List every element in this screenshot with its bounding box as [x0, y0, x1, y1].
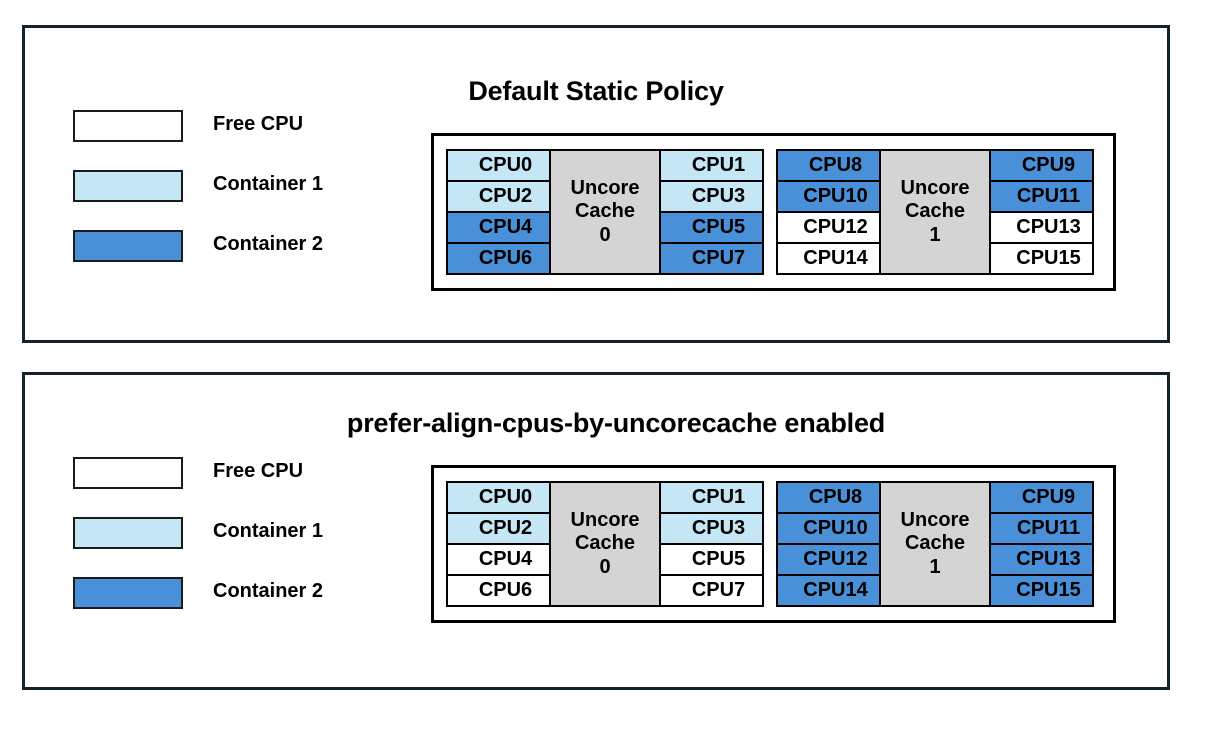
uncore-cache-label: 0 [599, 555, 611, 578]
cpu-cell: CPU11 [991, 182, 1092, 213]
cpu-cell: CPU7 [661, 244, 762, 273]
cpu-cell: CPU15 [991, 576, 1092, 605]
legend-label-free-cpu: Free CPU [213, 113, 304, 135]
cpu-cell: CPU13 [991, 545, 1092, 576]
cpu-cell: CPU8 [778, 151, 879, 182]
panel-prefer-align-cpus-by-uncorecache: prefer-align-cpus-by-uncorecache enabled… [22, 372, 1170, 690]
uncore-cache-label: Cache [904, 532, 966, 555]
legend-swatch-container-2 [73, 230, 183, 262]
cpu-cell: CPU9 [991, 151, 1092, 182]
legend-label-container-1: Container 1 [213, 173, 324, 195]
uncore-cache-label: Cache [904, 200, 966, 223]
uncore-cache-label: Cache [574, 200, 636, 223]
cpu-cell: CPU14 [778, 576, 879, 605]
uncore-cache-label: Uncore [570, 176, 640, 199]
uncore-cache-label: Uncore [570, 508, 640, 531]
cpu-cell: CPU3 [661, 514, 762, 545]
cpu-cell: CPU2 [448, 182, 549, 213]
cpu-cell: CPU6 [448, 244, 549, 273]
cpu-cell: CPU5 [661, 545, 762, 576]
uncore-cache-label: Cache [574, 532, 636, 555]
cpu-cell: CPU14 [778, 244, 879, 273]
cpu-cell: CPU12 [778, 545, 879, 576]
cpu-cell: CPU2 [448, 514, 549, 545]
cpu-cell: CPU7 [661, 576, 762, 605]
cpu-cell: CPU1 [661, 483, 762, 514]
uncore-cache-label: 0 [599, 223, 611, 246]
cpu-cell: CPU1 [661, 151, 762, 182]
legend-swatch-container-1 [73, 170, 183, 202]
legend-swatch-free-cpu [73, 457, 183, 489]
legend-swatch-container-2 [73, 577, 183, 609]
legend-label-container-2: Container 2 [213, 233, 324, 255]
cpu-cell: CPU9 [991, 483, 1092, 514]
cpu-cell: CPU3 [661, 182, 762, 213]
cpu-cell: CPU6 [448, 576, 549, 605]
legend-label-container-1: Container 1 [213, 520, 324, 542]
cpu-cell: CPU4 [448, 545, 549, 576]
cpu-cell: CPU4 [448, 213, 549, 244]
cpu-cell: CPU12 [778, 213, 879, 244]
cpu-cell: CPU10 [778, 514, 879, 545]
uncore-cache-label: Uncore [900, 508, 970, 531]
cpu-cell: CPU13 [991, 213, 1092, 244]
legend-swatch-free-cpu [73, 110, 183, 142]
cpu-cell: CPU0 [448, 483, 549, 514]
panel-default-static-policy: Default Static Policy Free CPU Container… [22, 25, 1170, 343]
legend-label-container-2: Container 2 [213, 580, 324, 602]
page-title: prefer-align-cpus-by-uncorecache enabled [346, 408, 886, 438]
cpu-cell: CPU15 [991, 244, 1092, 273]
uncore-cache-label: 1 [929, 223, 941, 246]
cpu-cell: CPU11 [991, 514, 1092, 545]
uncore-cache-label: Uncore [900, 176, 970, 199]
page-title: Default Static Policy [468, 76, 724, 106]
legend-label-free-cpu: Free CPU [213, 460, 304, 482]
cpu-cell: CPU5 [661, 213, 762, 244]
uncore-cache-label: 1 [929, 555, 941, 578]
legend-swatch-container-1 [73, 517, 183, 549]
cpu-cell: CPU8 [778, 483, 879, 514]
cpu-cell: CPU10 [778, 182, 879, 213]
cpu-cell: CPU0 [448, 151, 549, 182]
